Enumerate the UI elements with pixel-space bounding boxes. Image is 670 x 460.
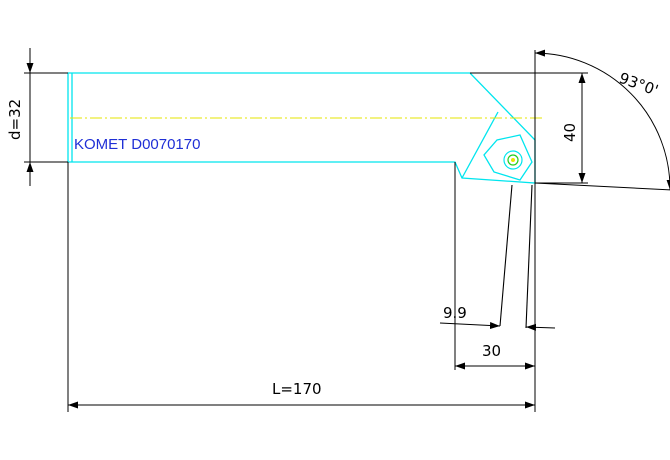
tool-label: KOMET D0070170 [74,136,200,153]
diameter-label: d=32 [6,99,24,140]
tool-body-outline [67,72,536,184]
angle-label: 93°0' [617,69,661,100]
height-label: 40 [561,123,579,142]
shank-outline [67,72,536,184]
insert-screw-inner [507,154,519,166]
insert-screw-outer [503,150,523,170]
offset-dimension [439,162,556,370]
length-label: L=170 [272,380,322,398]
insert-outline [483,134,533,181]
insert-flank-lines [499,184,533,329]
cutting-insert [483,134,533,181]
offset-label: 9.9 [443,304,467,322]
angle-dimension [534,49,670,412]
width-label: 30 [482,342,501,360]
angle-arc [534,49,670,190]
diameter-dimension [24,48,68,186]
head-chamfer-line [461,111,499,179]
length-dimension [67,162,535,412]
insert-screw-center [511,158,515,162]
